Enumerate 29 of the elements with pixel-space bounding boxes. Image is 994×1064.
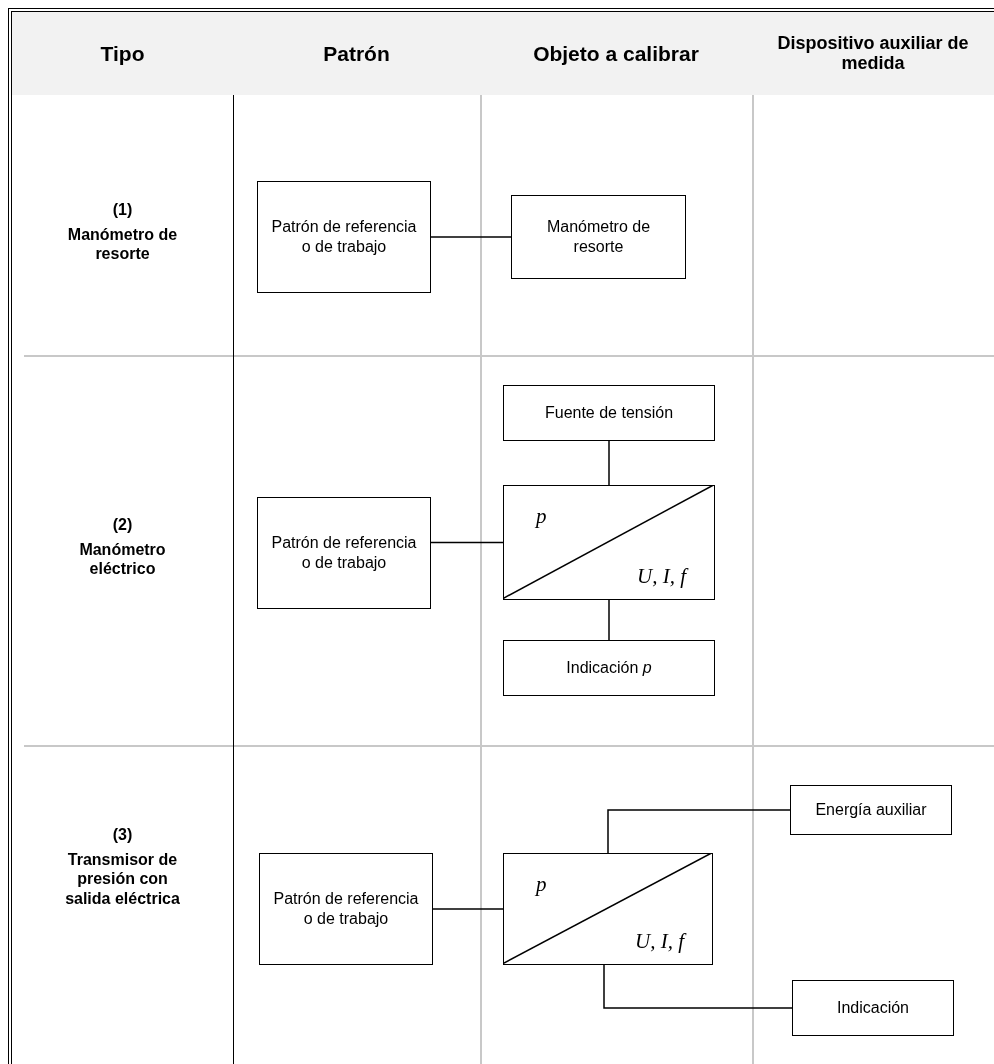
column-header: Patrón [233,12,480,95]
connector-line [608,440,610,486]
process-box: Indicación p [503,640,715,696]
process-box: Fuente de tensión [503,385,715,441]
column-header: Dispositivo auxiliar de medida [752,12,994,95]
process-box: Indicación [792,980,954,1036]
process-box: Energía auxiliar [790,785,952,835]
converter-box [503,485,715,600]
connector-line [432,908,504,910]
connector-line [430,541,504,544]
process-box: Patrón de referencia o de trabajo [257,497,431,609]
column-header: Tipo [12,12,233,95]
row-label: (2) [112,515,133,535]
row-label: (3) [112,825,133,845]
connector-line [603,964,793,1009]
connector-line [608,599,610,641]
column-header: Objeto a calibrar [480,12,752,95]
process-box: Patrón de referencia o de trabajo [257,181,431,293]
row-label: Manómetro de resorte [66,225,179,264]
row-label: Manómetro eléctrico [78,540,167,579]
row-label: (1) [112,200,133,220]
connector-line [607,809,791,854]
symbol-text: p [536,874,547,895]
connector-line [430,236,512,238]
row-label: Transmisor de presión con salida eléctrica [64,850,181,908]
converter-box [503,853,713,965]
process-box: Manómetro de resorte [511,195,686,279]
symbol-text: p [536,506,547,527]
process-box: Patrón de referencia o de trabajo [259,853,433,965]
